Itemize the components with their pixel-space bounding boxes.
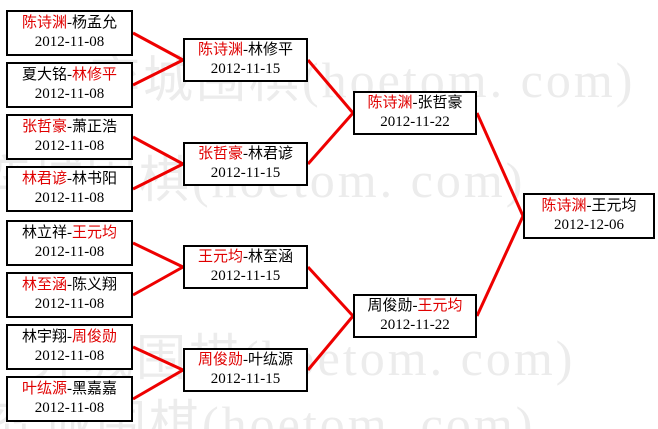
player-separator: - [243,248,248,265]
match-date: 2012-11-15 [210,61,281,77]
match-players: 叶纮源-黑嘉嘉 [22,380,117,400]
player-separator: - [67,276,72,293]
match-players: 夏大铭-林修平 [22,66,117,86]
match-box-final: 陈诗渊-王元均 2012-12-06 [523,193,655,239]
match-date: 2012-11-15 [210,268,281,284]
match-players: 周俊勋-叶纮源 [198,351,293,371]
match-players: 林宇翔-周俊勋 [22,328,117,348]
player-name: 周俊勋 [367,297,413,314]
player-separator: - [67,118,72,135]
match-date: 2012-11-08 [34,348,105,364]
match-date: 2012-11-22 [380,317,450,333]
match-date: 2012-11-08 [34,244,105,260]
player-name: 陈义翔 [72,276,118,293]
player-name: 萧正浩 [72,118,118,135]
match-players: 林立祥-王元均 [22,224,117,244]
match-players: 张哲豪-萧正浩 [22,118,117,138]
match-players: 陈诗渊-林修平 [198,41,293,61]
player-separator: - [67,380,72,397]
match-date: 2012-12-06 [554,217,624,233]
match-box-sf-2: 周俊勋-王元均 2012-11-22 [353,294,477,338]
match-players: 林至涵-陈义翔 [22,276,117,296]
player-name: 林宇翔 [21,328,67,345]
player-name: 林修平 [72,66,118,83]
match-date: 2012-11-15 [210,371,281,387]
player-name: 林立祥 [21,224,67,241]
player-name: 陈诗渊 [21,14,67,31]
player-separator: - [67,170,72,187]
match-players: 陈诗渊-杨孟允 [22,14,117,34]
match-date: 2012-11-08 [34,34,105,50]
match-box-r16-2: 夏大铭-林修平 2012-11-08 [6,62,133,108]
player-name: 杨孟允 [72,14,118,31]
match-box-r16-4: 林君谚-林书阳 2012-11-08 [6,166,133,212]
player-separator: - [67,66,72,83]
match-box-qf-4: 周俊勋-叶纮源 2012-11-15 [183,348,308,392]
player-separator: - [412,297,418,314]
match-date: 2012-11-08 [34,138,105,154]
player-name: 王元均 [591,197,637,214]
match-players: 周俊勋-王元均 [367,297,462,317]
player-separator: - [412,94,418,111]
match-players: 张哲豪-林君谚 [198,145,293,165]
match-box-r16-1: 陈诗渊-杨孟允 2012-11-08 [6,10,133,56]
match-box-sf-1: 陈诗渊-张哲豪 2012-11-22 [353,91,477,135]
player-separator: - [586,197,592,214]
player-separator: - [243,145,248,162]
player-name: 张哲豪 [417,94,463,111]
match-date: 2012-11-08 [34,86,105,102]
player-name: 王元均 [417,297,463,314]
match-players: 陈诗渊-张哲豪 [367,94,462,114]
match-box-r16-5: 林立祥-王元均 2012-11-08 [6,220,133,266]
player-name: 陈诗渊 [541,197,587,214]
player-name: 张哲豪 [197,145,243,162]
match-date: 2012-11-22 [380,114,450,130]
player-separator: - [67,14,72,31]
match-players: 林君谚-林书阳 [22,170,117,190]
player-separator: - [67,328,72,345]
player-name: 叶纮源 [248,351,294,368]
player-name: 王元均 [72,224,118,241]
player-separator: - [243,351,248,368]
match-date: 2012-11-15 [210,165,281,181]
match-box-r16-6: 林至涵-陈义翔 2012-11-08 [6,272,133,318]
player-separator: - [67,224,72,241]
player-name: 叶纮源 [21,380,67,397]
match-box-qf-2: 张哲豪-林君谚 2012-11-15 [183,142,308,186]
match-box-qf-3: 王元均-林至涵 2012-11-15 [183,245,308,289]
match-date: 2012-11-08 [34,190,105,206]
player-name: 黑嘉嘉 [72,380,118,397]
player-name: 林书阳 [72,170,118,187]
player-name: 林修平 [248,41,294,58]
player-name: 林君谚 [248,145,294,162]
player-name: 陈诗渊 [197,41,243,58]
player-name: 林至涵 [248,248,294,265]
match-players: 王元均-林至涵 [198,248,293,268]
player-name: 林至涵 [21,276,67,293]
player-separator: - [243,41,248,58]
match-date: 2012-11-08 [34,296,105,312]
player-name: 夏大铭 [21,66,67,83]
match-box-r16-3: 张哲豪-萧正浩 2012-11-08 [6,114,133,160]
match-box-qf-1: 陈诗渊-林修平 2012-11-15 [183,38,308,82]
player-name: 周俊勋 [72,328,118,345]
match-box-r16-8: 叶纮源-黑嘉嘉 2012-11-08 [6,376,133,422]
player-name: 林君谚 [21,170,67,187]
match-date: 2012-11-08 [34,400,105,416]
player-name: 陈诗渊 [367,94,413,111]
player-name: 张哲豪 [21,118,67,135]
match-box-r16-7: 林宇翔-周俊勋 2012-11-08 [6,324,133,370]
match-players: 陈诗渊-王元均 [541,197,636,217]
player-name: 王元均 [197,248,243,265]
player-name: 周俊勋 [197,351,243,368]
